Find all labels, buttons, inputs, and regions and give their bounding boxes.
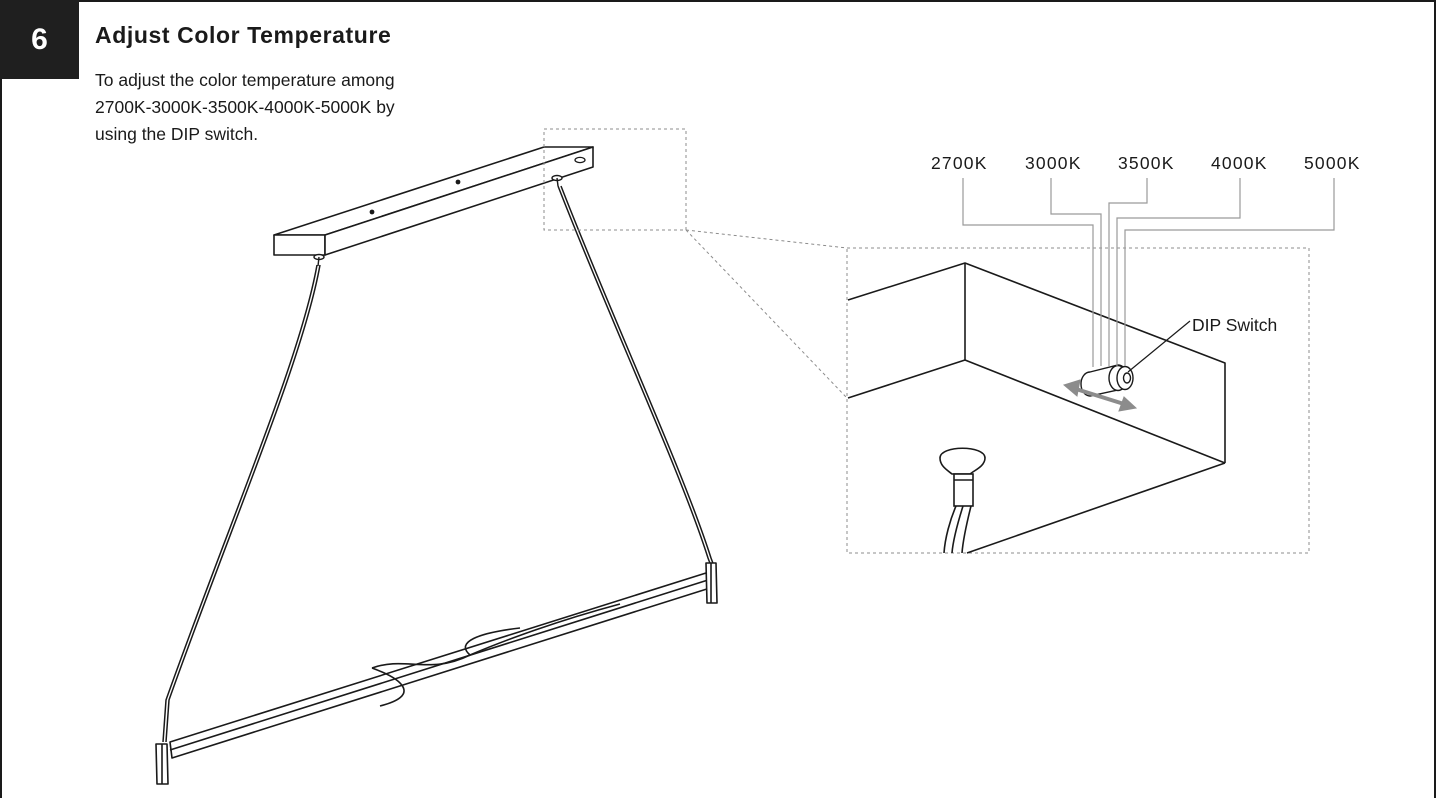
dip-switch-label: DIP Switch [1192, 315, 1277, 335]
temperature-leader-lines [962, 178, 1335, 367]
temperature-labels: 2700K 3000K 3500K 4000K 5000K [931, 153, 1361, 173]
canopy-holes [369, 156, 586, 215]
detail-view-box [846, 247, 1310, 554]
description-line-1: To adjust the color temperature among [95, 70, 395, 90]
gripper-closeup [939, 447, 986, 554]
suspension-cables [162, 185, 715, 743]
slide-direction-arrow [1062, 379, 1138, 412]
description-line-3: using the DIP switch. [95, 124, 259, 144]
step-number: 6 [31, 22, 48, 56]
canopy-grippers [313, 174, 563, 267]
temp-label-2700k: 2700K [931, 153, 988, 173]
temp-label-4000k: 4000K [1211, 153, 1268, 173]
temp-label-5000k: 5000K [1304, 153, 1361, 173]
canopy [273, 146, 594, 256]
led-bar [155, 562, 718, 785]
temp-label-3000k: 3000K [1025, 153, 1082, 173]
step-number-badge: 6 [0, 0, 79, 79]
dip-switch [1080, 364, 1134, 397]
zoom-source-box [543, 128, 687, 231]
temp-label-3500k: 3500K [1118, 153, 1175, 173]
step-title: Adjust Color Temperature [95, 22, 392, 48]
canopy-closeup [847, 262, 1226, 554]
description-line-2: 2700K-3000K-3500K-4000K-5000K by [95, 97, 395, 117]
step-description: To adjust the color temperature among 27… [95, 67, 475, 148]
zoom-projection-lines [685, 229, 848, 399]
dip-switch-leader [1127, 320, 1191, 373]
